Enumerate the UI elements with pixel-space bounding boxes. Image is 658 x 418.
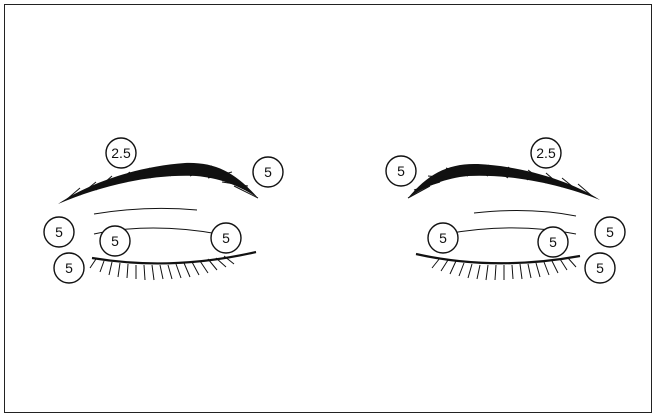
left-badge-brow-tail-value: 5: [264, 164, 272, 180]
right-badge-upper-lid-outer: 5: [538, 227, 568, 257]
right-badge-brow-tail: 5: [386, 156, 416, 186]
right-eye: [408, 164, 600, 280]
right-badge-outer-corner: 5: [595, 217, 625, 247]
left-eyebrow: [58, 163, 258, 204]
right-badge-brow-center: 2.5: [531, 138, 561, 168]
left-badge-lash-line: 5: [54, 253, 84, 283]
right-badge-lash-line-value: 5: [596, 260, 604, 276]
right-eyelid-crease: [474, 211, 576, 216]
left-eyelid-crease: [94, 208, 197, 214]
right-badge-lash-line: 5: [585, 253, 615, 283]
right-badge-brow-center-value: 2.5: [536, 145, 556, 161]
left-badge-brow-center: 2.5: [106, 138, 136, 168]
left-badge-upper-lid-inner: 5: [211, 223, 241, 253]
right-badge-upper-lid-outer-value: 5: [549, 234, 557, 250]
left-badge-brow-tail: 5: [253, 157, 283, 187]
right-badge-brow-tail-value: 5: [397, 163, 405, 179]
left-badge-upper-lid-outer-value: 5: [111, 233, 119, 249]
right-eyebrow: [408, 164, 600, 200]
right-badge-upper-lid-inner-value: 5: [439, 230, 447, 246]
left-badge-upper-lid-outer: 5: [100, 226, 130, 256]
right-badge-outer-corner-value: 5: [606, 224, 614, 240]
left-eye: [58, 163, 258, 280]
right-badge-upper-lid-inner: 5: [428, 223, 458, 253]
left-badge-lash-line-value: 5: [65, 260, 73, 276]
left-badge-outer-corner-value: 5: [55, 224, 63, 240]
left-badge-brow-center-value: 2.5: [111, 145, 131, 161]
left-badge-upper-lid-inner-value: 5: [222, 230, 230, 246]
left-badge-outer-corner: 5: [44, 217, 74, 247]
